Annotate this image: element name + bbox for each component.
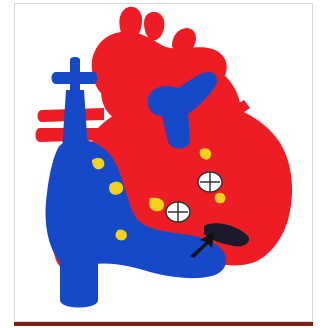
aorta-branch-2 [144,12,164,41]
pulmonary-valve [166,202,190,222]
inferior-vena-cava [60,262,98,308]
aortic-valve [198,172,222,192]
highlight-2 [109,182,123,195]
highlight-6 [215,193,226,204]
